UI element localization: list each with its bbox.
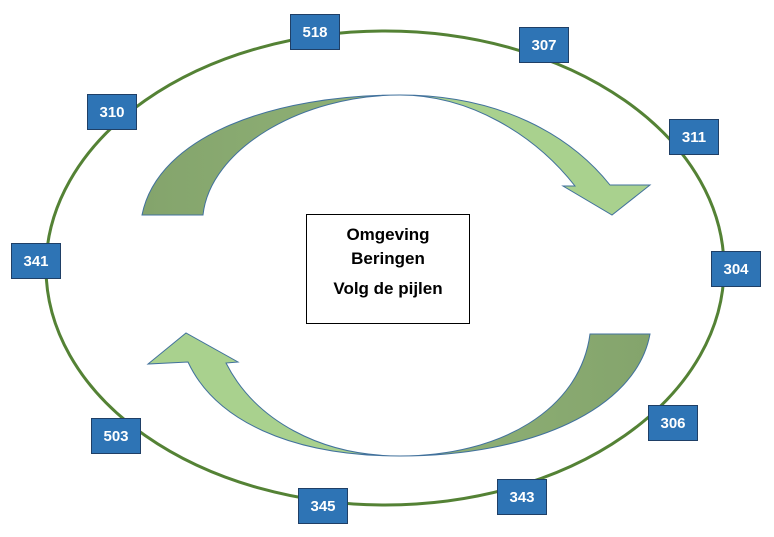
stop-518[interactable]: 518 [290,14,340,50]
bottom-arrow [146,332,651,457]
stop-345[interactable]: 345 [298,488,348,524]
stop-306[interactable]: 306 [648,405,698,441]
stop-503[interactable]: 503 [91,418,141,454]
top-arrow [141,94,652,216]
stop-304[interactable]: 304 [711,251,761,287]
stop-311[interactable]: 311 [669,119,719,155]
stop-343[interactable]: 343 [497,479,547,515]
center-instruction: Volg de pijlen [333,279,443,298]
stop-341[interactable]: 341 [11,243,61,279]
center-label-box: Omgeving Beringen Volg de pijlen [306,214,470,324]
center-title-line2: Beringen [351,249,425,268]
center-title-line1: Omgeving [346,225,430,244]
stop-310[interactable]: 310 [87,94,137,130]
stop-307[interactable]: 307 [519,27,569,63]
